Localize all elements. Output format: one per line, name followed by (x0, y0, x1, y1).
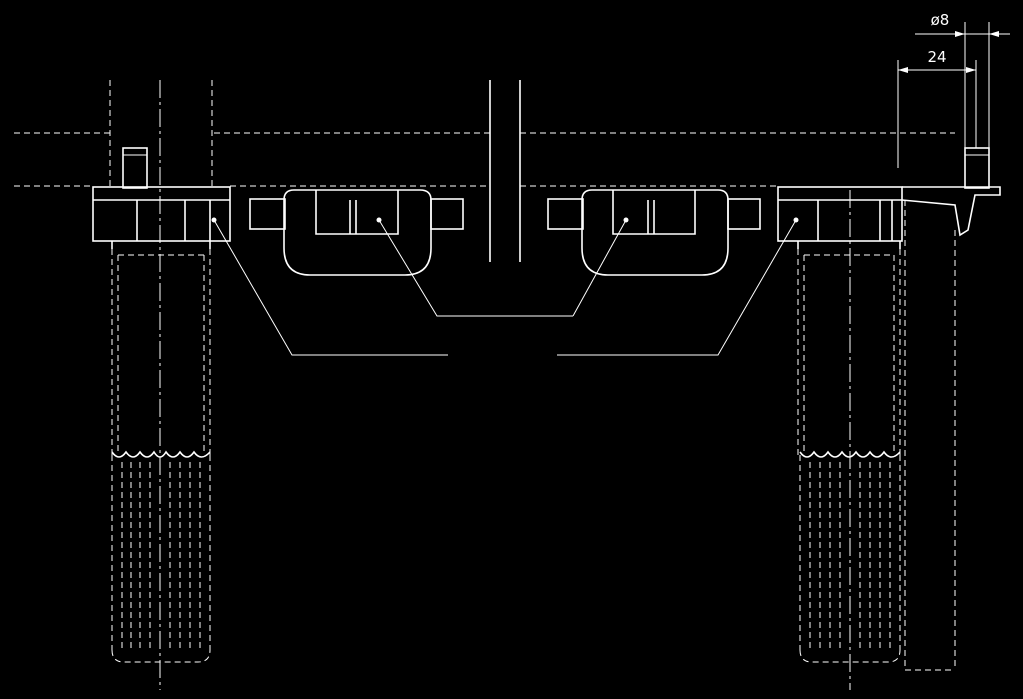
right-leg (777, 147, 1001, 690)
rail-hidden-outline (14, 132, 955, 187)
left-bracket (249, 189, 464, 276)
left-knurled-foot (111, 450, 211, 663)
left-pin (122, 147, 148, 189)
leader-lines (211, 217, 799, 356)
right-clamp-block (777, 186, 903, 242)
dimension-24: 24 (897, 48, 977, 168)
right-knurled-foot (799, 450, 901, 663)
right-pin (964, 147, 990, 189)
right-bracket (547, 189, 761, 276)
dimension-24-label: 24 (927, 48, 946, 66)
right-extension-hidden (904, 200, 956, 671)
left-leg (92, 80, 231, 690)
centre-rail (489, 80, 521, 262)
dimension-diameter-label: ø8 (931, 11, 950, 29)
left-clamp-block (92, 186, 231, 242)
dimension-diameter: ø8 (915, 11, 1010, 148)
